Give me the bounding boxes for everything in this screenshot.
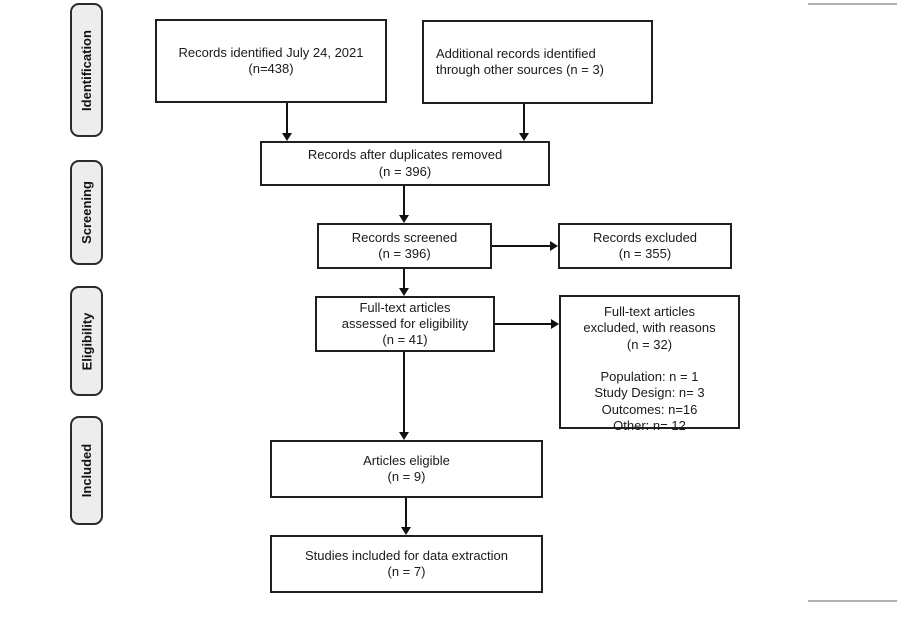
arrow-fulltext-to-eligible: [399, 352, 409, 440]
arrow-shaft: [495, 323, 551, 325]
arrow-head-icon: [550, 241, 558, 251]
arrow-shaft: [403, 352, 405, 432]
arrow-shaft: [286, 103, 288, 133]
arrow-additional-to-duplicates: [519, 104, 529, 141]
page-edge-line-top: [808, 3, 897, 5]
box-fulltext-assessed: Full-text articles assessed for eligibil…: [315, 296, 495, 352]
stage-eligibility-label: Eligibility: [79, 312, 95, 370]
arrow-head-icon: [399, 432, 409, 440]
arrow-head-icon: [399, 215, 409, 223]
arrow-head-icon: [551, 319, 559, 329]
page-edge-line-bottom: [808, 600, 897, 602]
box-articles-eligible: Articles eligible (n = 9): [270, 440, 543, 498]
arrow-identified-to-duplicates: [282, 103, 292, 141]
stage-screening: Screening: [70, 160, 103, 265]
stage-identification-label: Identification: [79, 29, 95, 111]
stage-included: Included: [70, 416, 103, 525]
arrow-shaft: [403, 186, 405, 215]
box-fulltext-excluded: Full-text articles excluded, with reason…: [559, 295, 740, 433]
arrow-screened-to-fulltext: [399, 269, 409, 296]
stage-identification: Identification: [70, 3, 103, 137]
box-duplicates-removed: Records after duplicates removed (n = 39…: [260, 141, 550, 186]
box-additional-records: Additional records identified through ot…: [422, 20, 653, 104]
arrow-shaft: [523, 104, 525, 133]
arrow-shaft: [405, 498, 407, 527]
arrow-fulltext-to-excluded: [495, 319, 559, 329]
stage-screening-label: Screening: [79, 181, 95, 244]
arrow-head-icon: [399, 288, 409, 296]
arrow-head-icon: [401, 527, 411, 535]
stage-eligibility: Eligibility: [70, 286, 103, 396]
arrow-shaft: [492, 245, 550, 247]
arrow-head-icon: [519, 133, 529, 141]
box-studies-included: Studies included for data extraction (n …: [270, 535, 543, 593]
box-records-screened: Records screened (n = 396): [317, 223, 492, 269]
arrow-duplicates-to-screened: [399, 186, 409, 223]
stage-included-label: Included: [79, 443, 95, 498]
arrow-eligible-to-included: [401, 498, 411, 535]
arrow-shaft: [403, 269, 405, 288]
arrow-head-icon: [282, 133, 292, 141]
box-records-identified: Records identified July 24, 2021 (n=438): [155, 19, 387, 103]
box-records-excluded: Records excluded (n = 355): [558, 223, 732, 269]
arrow-screened-to-excluded: [492, 241, 558, 251]
